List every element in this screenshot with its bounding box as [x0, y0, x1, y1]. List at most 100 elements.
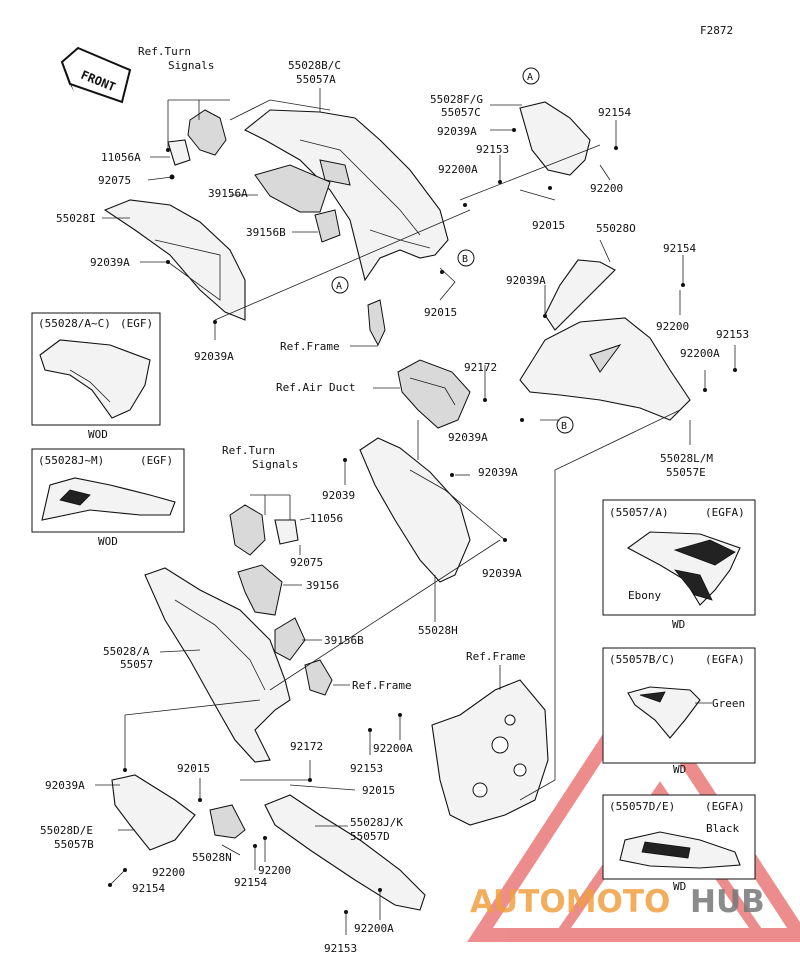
callout-label: 92039A: [506, 274, 546, 287]
variant-caption: WD: [673, 763, 686, 776]
callout-label: 92172: [464, 361, 497, 374]
callout-label: 92015: [362, 784, 395, 797]
callout-label: 55028N: [192, 851, 232, 864]
callout-label: 92039A: [482, 567, 522, 580]
leader-lines: [95, 88, 736, 935]
ref-marker-b1: B: [457, 249, 475, 267]
callout-label: 55028D/E: [40, 824, 93, 837]
panel-55028H: [359, 437, 471, 583]
svg-text:A: A: [527, 72, 533, 83]
callout-label: 92200: [590, 182, 623, 195]
callout-label: 92154: [234, 876, 267, 889]
callout-label: 92015: [177, 762, 210, 775]
callout-label: Ref.Frame: [352, 679, 412, 692]
callout-label: 92075: [290, 556, 323, 569]
variant-box-3: (55057/A) (EGFA) Ebony WD: [602, 499, 756, 631]
callout-label: 92200A: [373, 742, 413, 755]
callout-label: 55028O: [596, 222, 636, 235]
callout-label: 92015: [532, 219, 565, 232]
svg-text:HUB: HUB: [690, 884, 765, 920]
ref-frame-bracket: [304, 659, 333, 696]
callout-label: 92153: [350, 762, 383, 775]
callout-label: 92154: [132, 882, 165, 895]
callout-label: 92039A: [478, 466, 518, 479]
callout-label: 92075: [98, 174, 131, 187]
callout-label: Ref.Air Duct: [276, 381, 355, 394]
variant-code: (55028/A~C): [38, 317, 111, 330]
variant-caption: WOD: [98, 535, 118, 548]
variant-region: (EGF): [140, 454, 173, 467]
variant-region: (EGFA): [705, 800, 745, 813]
pad-39156: [237, 564, 283, 616]
fastener-dots: [108, 128, 737, 914]
callout-label: 92153: [716, 328, 749, 341]
callout-label: 92039A: [437, 125, 477, 138]
frame-ref: [431, 679, 549, 826]
callout-label: 92154: [598, 106, 631, 119]
svg-text:AUTOMOTO: AUTOMOTO: [470, 884, 670, 920]
watermark-text: AUTOMOTO HUB: [470, 884, 765, 920]
variant-note: Black: [706, 822, 739, 835]
callout-label: 92015: [424, 306, 457, 319]
callout-label: Ref.Frame: [280, 340, 340, 353]
callout-label: 39156B: [246, 226, 286, 239]
callout-label: 55057D: [350, 830, 390, 843]
callout-label: 92039A: [45, 779, 85, 792]
callout-label: Ref.Turn: [222, 444, 275, 457]
variant-caption: WOD: [88, 428, 108, 441]
panel-55028O: [544, 259, 616, 331]
pad-39156B: [314, 209, 341, 243]
callout-label: 55028/A: [103, 645, 150, 658]
callout-label: 92153: [476, 143, 509, 156]
variant-note: Ebony: [628, 589, 661, 602]
panel-55028I: [103, 199, 246, 321]
callout-label: 92154: [663, 242, 696, 255]
callout-label: 92153: [324, 942, 357, 955]
callout-label: 55057E: [666, 466, 706, 479]
callout-label: Ref.Frame: [466, 650, 526, 663]
callout-label: 92039A: [448, 431, 488, 444]
callout-label: 92200A: [680, 347, 720, 360]
air-duct: [397, 359, 471, 429]
figure-code: F2872: [700, 24, 733, 37]
ref-marker-b2: B: [556, 416, 574, 434]
callout-label: 92200A: [438, 163, 478, 176]
callout-label: 92039: [322, 489, 355, 502]
panel-55028D: [111, 774, 196, 851]
right-cowl-55028L: [519, 317, 691, 421]
variant-code: (55057B/C): [609, 653, 675, 666]
callout-label: 92172: [290, 740, 323, 753]
variant-region: (EGFA): [705, 653, 745, 666]
variant-code: (55057/A): [609, 506, 669, 519]
panel-55028F: [519, 101, 591, 176]
callout-label: 55057C: [441, 106, 481, 119]
svg-text:B: B: [462, 254, 468, 265]
variant-code: (55057D/E): [609, 800, 675, 813]
variant-box-1: (55028/A~C) (EGF) WOD: [31, 312, 161, 441]
ref-frame-upper: [367, 299, 386, 347]
callout-label: 39156A: [208, 187, 248, 200]
callout-label: 92039A: [90, 256, 130, 269]
pad-39156B-lower: [274, 617, 306, 661]
callout-label: 55028F/G: [430, 93, 483, 106]
variant-code: (55028J~M): [38, 454, 104, 467]
callout-label: 55028J/K: [350, 816, 403, 829]
variant-caption: WD: [673, 880, 686, 893]
callout-label: 92200: [152, 866, 185, 879]
turn-signal-bracket-mid: [229, 504, 299, 556]
variant-region: (EGF): [120, 317, 153, 330]
callout-label: 92039A: [194, 350, 234, 363]
callout-label: Ref.Turn: [138, 45, 191, 58]
panel-55028N: [209, 804, 246, 839]
callout-label: 92200: [258, 864, 291, 877]
turn-signal-bracket-upper: [167, 109, 227, 166]
callout-label: 55057B: [54, 838, 94, 851]
callout-label: 39156: [306, 579, 339, 592]
variant-box-2: (55028J~M) (EGF) WOD: [31, 448, 185, 548]
svg-text:B: B: [561, 421, 567, 432]
front-arrow-icon: FRONT: [60, 46, 132, 104]
callout-label: 55028H: [418, 624, 458, 637]
callout-labels: Ref.Turn Signals 55028B/C 55057A 55028F/…: [40, 45, 749, 955]
callout-label: 11056A: [101, 151, 141, 164]
